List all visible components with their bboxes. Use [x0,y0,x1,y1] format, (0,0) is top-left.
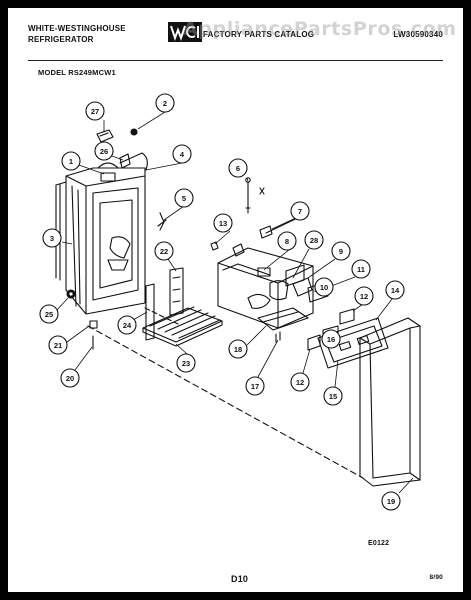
svg-text:27: 27 [91,107,99,116]
watermark: AppliancePartsPros.com [183,18,457,40]
svg-text:7: 7 [298,207,302,216]
svg-text:22: 22 [160,247,168,256]
svg-text:12: 12 [360,292,368,301]
control-housing [217,247,314,329]
page-number: D10 [231,574,249,584]
callout-markers: 27 2 26 1 4 6 5 7 3 13 22 8 28 9 11 10 1… [39,93,405,511]
callout-13: 13 [213,213,233,233]
callout-21: 21 [48,335,68,355]
svg-text:8: 8 [285,237,289,246]
header-divider [28,60,443,61]
svg-text:23: 23 [182,359,190,368]
svg-text:11: 11 [357,265,365,274]
callout-1: 1 [61,151,81,171]
callout-27: 27 [85,101,105,121]
callout-4: 4 [172,144,192,164]
svg-text:14: 14 [391,286,400,295]
date-code: 8/90 [429,574,443,581]
svg-text:4: 4 [180,150,185,159]
top-small-parts [96,128,138,169]
svg-text:10: 10 [320,283,328,292]
callout-11: 11 [351,259,371,279]
catalog-page: WHITE-WESTINGHOUSE REFRIGERATOR FACTORY … [8,8,463,592]
svg-text:17: 17 [251,382,259,391]
callout-6: 6 [228,158,248,178]
svg-text:19: 19 [387,497,395,506]
callout-17: 17 [245,376,265,396]
svg-text:15: 15 [329,392,337,401]
callout-16: 16 [321,329,341,349]
svg-text:24: 24 [123,321,132,330]
callout-24: 24 [117,315,137,335]
dispenser-housing [55,152,148,315]
wci-logo-icon [168,22,202,42]
svg-text:28: 28 [310,236,318,245]
document-number: LW30590340 [393,30,443,39]
svg-text:3: 3 [50,234,54,243]
callout-8: 8 [277,231,297,251]
callout-25: 25 [39,304,59,324]
figure-code: E0122 [368,540,390,547]
model-label: MODEL RS249MCW1 [38,68,116,77]
callout-15: 15 [323,386,343,406]
callout-26: 26 [94,141,114,161]
svg-text:5: 5 [182,194,186,203]
svg-text:9: 9 [339,247,343,256]
svg-text:2: 2 [163,99,167,108]
callout-22: 22 [154,241,174,261]
svg-text:1: 1 [69,157,73,166]
svg-text:21: 21 [54,341,62,350]
svg-text:18: 18 [234,345,242,354]
svg-text:13: 13 [219,219,227,228]
callout-19: 19 [381,491,401,511]
callout-10: 10 [314,277,334,297]
drip-tray-grille [142,306,223,347]
callout-5: 5 [174,188,194,208]
dispenser-door-frame [359,317,421,487]
callout-2: 2 [155,93,175,113]
svg-text:12: 12 [296,378,304,387]
callout-12: 12 [354,286,374,306]
callout-9: 9 [331,241,351,261]
svg-text:25: 25 [45,310,53,319]
svg-text:26: 26 [100,147,108,156]
callout-18: 18 [228,339,248,359]
callout-28: 28 [304,230,324,250]
callout-20: 20 [60,368,80,388]
svg-text:20: 20 [66,374,74,383]
callout-12b: 12 [290,372,310,392]
callout-3: 3 [42,228,62,248]
product-type: REFRIGERATOR [28,35,94,44]
callout-23: 23 [176,353,196,373]
svg-text:16: 16 [327,335,335,344]
svg-text:6: 6 [236,164,240,173]
part-22-cover [169,267,184,316]
brand-name: WHITE-WESTINGHOUSE [28,24,126,33]
callout-7: 7 [290,201,310,221]
exploded-parts-diagram: 27 2 26 1 4 6 5 7 3 13 22 8 28 9 11 10 1… [39,93,421,511]
catalog-title: FACTORY PARTS CATALOG [203,30,315,39]
callout-14: 14 [385,280,405,300]
switch-bracket [257,307,309,343]
